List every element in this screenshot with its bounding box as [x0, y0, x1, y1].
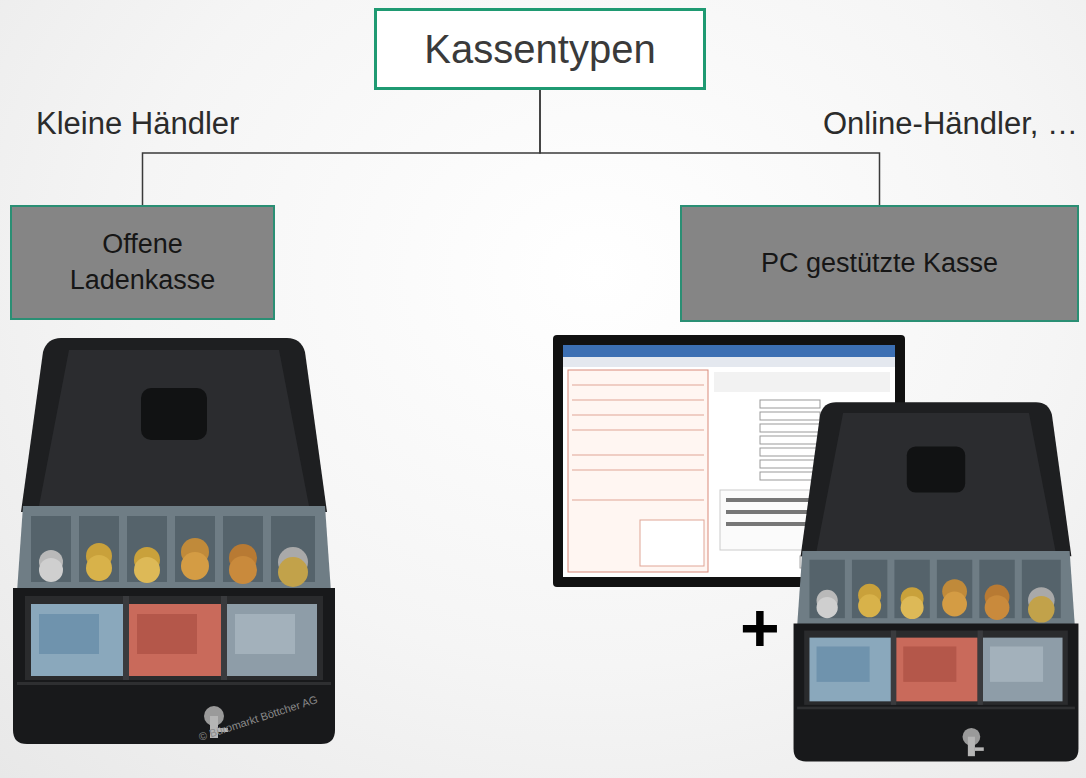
root-box: Kassentypen: [374, 8, 706, 90]
cashbox-illustration: [13, 338, 335, 744]
category-box: PC gestützte Kasse: [680, 205, 1079, 322]
node-text: PC gestützte Kasse: [761, 246, 998, 281]
node-text: Kassentypen: [424, 27, 655, 72]
cashbox-illustration: [794, 402, 1079, 761]
plus-sign: +: [740, 588, 780, 666]
category-box: Offene Ladenkasse: [10, 205, 275, 320]
branch-label: Online-Händler, …: [823, 106, 1078, 142]
branch-label: Kleine Händler: [36, 106, 239, 142]
node-text: Offene Ladenkasse: [32, 227, 253, 297]
